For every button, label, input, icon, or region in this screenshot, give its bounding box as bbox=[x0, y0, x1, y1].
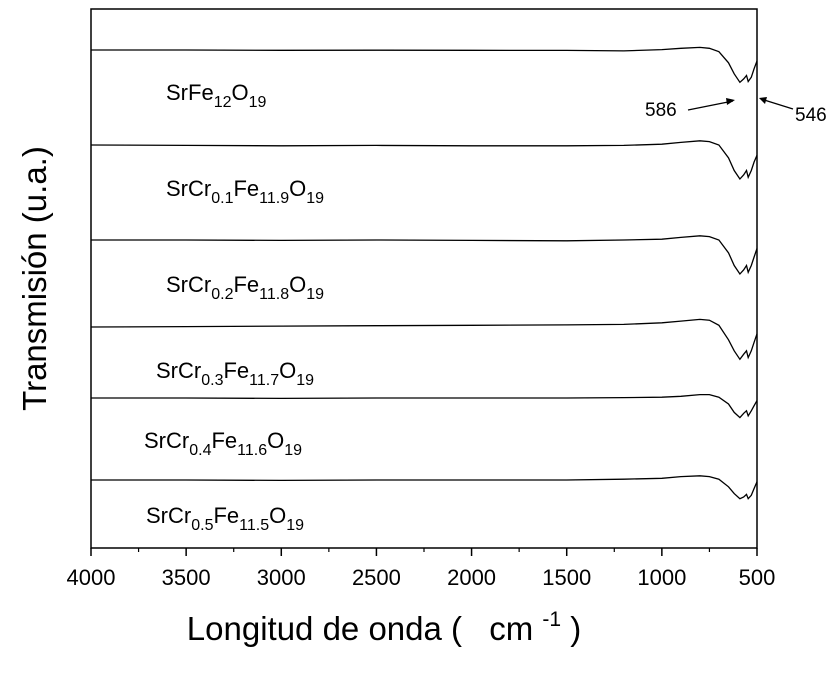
x-tick-label: 1500 bbox=[542, 565, 591, 590]
series-line-6 bbox=[91, 475, 758, 500]
series-line-1 bbox=[91, 46, 758, 84]
x-tick-label: 2500 bbox=[352, 565, 401, 590]
annotation-586-arrow-shaft bbox=[687, 100, 734, 111]
x-axis-title-unit-exp: -1 bbox=[542, 608, 561, 631]
x-axis-title-main: Longitud de onda ( bbox=[187, 610, 462, 647]
x-tick-label: 500 bbox=[739, 565, 776, 590]
annotations: 586 546 bbox=[645, 97, 827, 126]
x-axis-title-unit: cm bbox=[489, 610, 533, 647]
x-tick-label: 4000 bbox=[67, 565, 116, 590]
series-label-1: SrFe12O19 bbox=[166, 80, 267, 111]
annotation-586-arrow-head bbox=[726, 98, 735, 105]
series-group bbox=[90, 46, 758, 500]
series-line-4 bbox=[90, 318, 758, 361]
series-label-4: SrCr0.3Fe11.7O19 bbox=[156, 358, 314, 389]
x-tick-label: 2000 bbox=[447, 565, 496, 590]
series-label-6: SrCr0.5Fe11.5O19 bbox=[146, 503, 304, 534]
x-axis-ticks: 4000 3500 3000 2500 2000 1500 1000 500 bbox=[67, 548, 776, 590]
x-tick-label: 3000 bbox=[257, 565, 306, 590]
annotation-546-arrow-shaft bbox=[760, 98, 794, 110]
annotation-546-label: 546 bbox=[795, 105, 827, 126]
series-line-2 bbox=[90, 140, 758, 181]
y-axis-title: Transmisión (u.a.) bbox=[16, 146, 53, 411]
series-label-2: SrCr0.1Fe11.9O19 bbox=[166, 176, 324, 207]
annotation-586-label: 586 bbox=[645, 100, 677, 121]
series-label-3: SrCr0.2Fe11.8O19 bbox=[166, 272, 324, 303]
x-axis-title: Longitud de onda ( cm -1 ) bbox=[187, 596, 581, 647]
series-line-5 bbox=[91, 393, 758, 419]
series-line-3 bbox=[91, 235, 758, 276]
series-labels: SrFe12O19SrCr0.1Fe11.9O19SrCr0.2Fe11.8O1… bbox=[144, 80, 324, 534]
series-label-5: SrCr0.4Fe11.6O19 bbox=[144, 428, 302, 459]
x-tick-label: 1000 bbox=[637, 565, 686, 590]
x-axis-title-close: ) bbox=[570, 610, 581, 647]
annotation-546-arrow-head bbox=[759, 97, 767, 104]
x-tick-label: 3500 bbox=[162, 565, 211, 590]
